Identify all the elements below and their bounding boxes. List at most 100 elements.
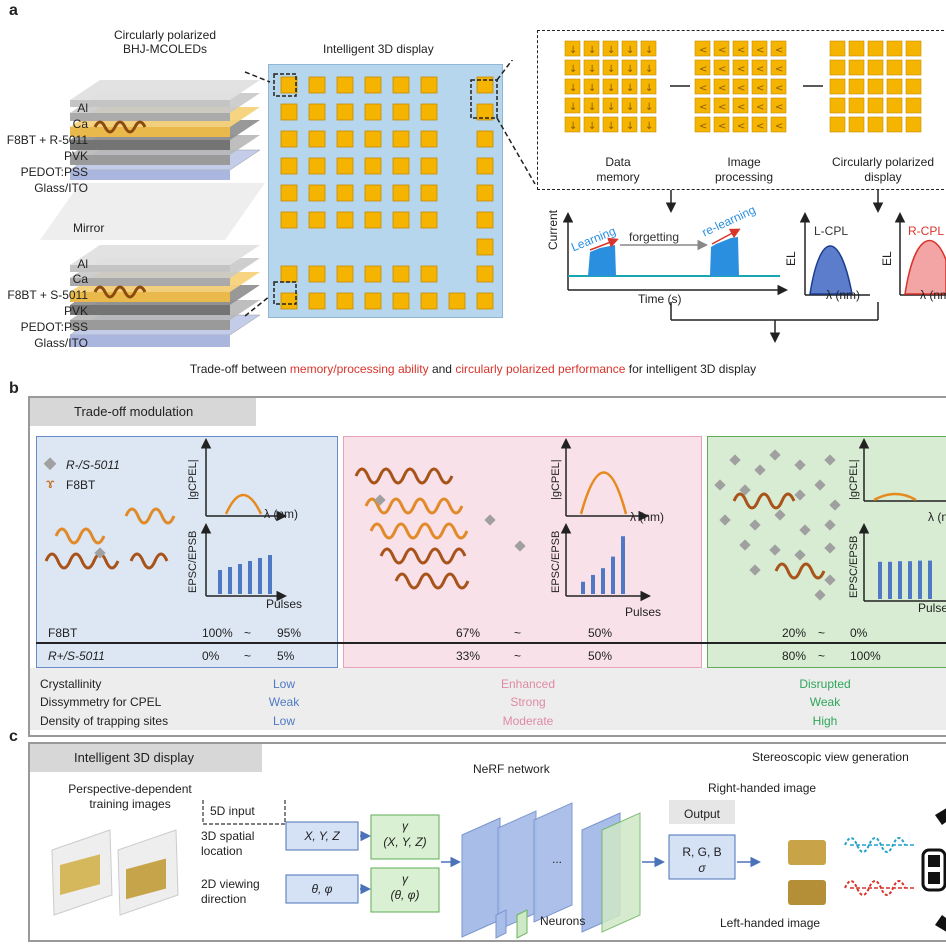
mini-graphs (562, 190, 946, 343)
function-pixel-glyph: < (775, 64, 783, 75)
layer-ca-top: Ca (72, 117, 88, 131)
right-image-label: Right-handed image (708, 781, 817, 795)
function-pixel (602, 59, 619, 76)
graph3-ylabel: EL (880, 251, 894, 266)
function-pixel-glyph: < (756, 45, 764, 56)
function-pixel (602, 97, 619, 114)
function-pixel (829, 40, 846, 57)
high-region (707, 436, 946, 668)
epsc-bar (621, 536, 625, 594)
display-pixel (392, 265, 410, 283)
function-pixel (829, 59, 846, 76)
function-pixel (886, 97, 903, 114)
function-pixel (829, 116, 846, 133)
xyz-input: X, Y, Z (304, 829, 340, 843)
function-pixel-glyph: ↓ (569, 83, 577, 94)
function-pixel (751, 78, 768, 95)
function-pixel-glyph: ↓ (607, 102, 615, 113)
display-pixel (420, 184, 438, 202)
epsc-bar (258, 558, 262, 594)
composition-divider (36, 642, 946, 644)
tradeoff-memory: memory/processing ability (289, 362, 429, 376)
function-pixel (751, 59, 768, 76)
function-pixel-glyph: < (737, 45, 745, 56)
layer-pvk-top: PVK (63, 149, 88, 163)
high-5011-b: 100% (850, 649, 881, 663)
function-pixel-glyph: < (699, 102, 707, 113)
low-f8bt-a: 100% (202, 626, 233, 640)
display-pixel (336, 130, 354, 148)
function-pixel (564, 40, 581, 57)
layer-f8bt-s-bottom: F8BT + S-5011 (7, 288, 88, 302)
display-pixel (392, 292, 410, 310)
layer-pedot-bottom: PEDOT:PSS (20, 320, 88, 334)
lcpl-label: L-CPL (814, 224, 849, 238)
epsc-bar (268, 555, 272, 594)
function-pixel (770, 97, 787, 114)
display-pixel (308, 130, 326, 148)
mid-g-xlabel: λ (nm) (630, 510, 664, 524)
r5011-diamond (754, 464, 766, 476)
display-pixel (280, 292, 298, 310)
function-pixel (848, 40, 865, 57)
r5011-diamond (824, 454, 836, 466)
function-pixel-glyph: < (775, 45, 783, 56)
function-pixel (905, 97, 922, 114)
function-grids: ↓↓↓↓↓↓↓↓↓↓↓↓↓↓↓↓↓↓↓↓↓↓↓↓↓<<<<<<<<<<<<<<<… (564, 40, 922, 133)
display-pixel (280, 130, 298, 148)
nerf-diagram (51, 800, 946, 939)
mid-5011-b: 50% (588, 649, 613, 663)
mid-region (343, 436, 702, 668)
training-label-2: training images (89, 797, 171, 811)
display-grid (268, 64, 503, 318)
function-pixel (713, 116, 730, 133)
epsc-bar (218, 570, 222, 594)
function-pixel-glyph: < (775, 102, 783, 113)
display-pixel (308, 292, 326, 310)
function-pixel (694, 59, 711, 76)
trap-low: Low (272, 714, 295, 728)
gamma-xyz: (X, Y, Z) (383, 835, 427, 849)
function-pixel-glyph: ↓ (626, 102, 634, 113)
function-pixel (848, 59, 865, 76)
epsc-bar (928, 560, 932, 599)
tradeoff-post: for intelligent 3D display (625, 362, 757, 376)
neurons-label: Neurons (540, 914, 586, 928)
function-pixel-glyph: ↓ (588, 64, 596, 75)
display-pixel (364, 292, 382, 310)
r5011-diamond (814, 589, 826, 601)
rcpl-label: R-CPL (908, 224, 945, 238)
epsc-bar (591, 574, 595, 594)
display-pixel (420, 157, 438, 175)
r5011-diamond (794, 459, 806, 471)
display-pixel (336, 265, 354, 283)
function-pixel (732, 116, 749, 133)
high-f8bt-b: 0% (850, 626, 868, 640)
device-title-2: BHJ-MCOLEDs (122, 42, 207, 56)
function-pixel (848, 97, 865, 114)
function-pixel-glyph: ↓ (569, 45, 577, 56)
display-pixel (392, 211, 410, 229)
display-pixel (308, 103, 326, 121)
display-pixel (476, 76, 494, 94)
pixel-grid (280, 76, 494, 310)
svg-text:ɤ: ɤ (46, 475, 55, 491)
panel-label-a: a (9, 2, 18, 19)
low-f8bt-b: 95% (277, 626, 302, 640)
display-pixel (336, 211, 354, 229)
tradeoff-illustrations: ɤ (43, 438, 946, 602)
function-pixel-glyph: ↓ (588, 45, 596, 56)
function-pixel (732, 40, 749, 57)
display-pixel (392, 130, 410, 148)
function-pixel-glyph: < (756, 102, 764, 113)
layer-ca-bottom: Ca (72, 272, 88, 286)
cp-display-label-2: display (864, 170, 902, 184)
function-pixel-glyph: < (737, 121, 745, 132)
display-pixel (308, 184, 326, 202)
display-pixel (420, 103, 438, 121)
function-pixel (867, 116, 884, 133)
high-5011-a: 80% (782, 649, 807, 663)
function-pixel (694, 97, 711, 114)
trap-high: High (812, 714, 838, 728)
low-f8bt-tilde: ~ (244, 626, 252, 640)
